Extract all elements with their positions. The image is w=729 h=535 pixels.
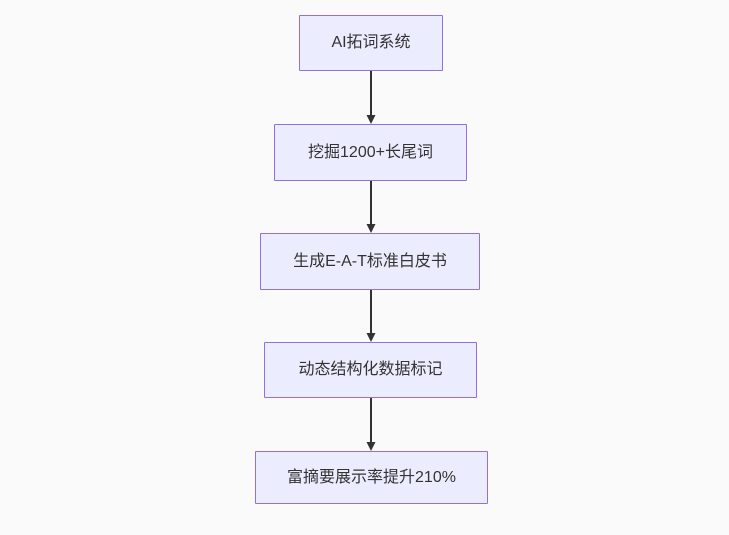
flow-node-label: 动态结构化数据标记 bbox=[298, 361, 443, 378]
edge-c-d bbox=[366, 290, 376, 342]
edge-d-e bbox=[366, 398, 376, 451]
edge-a-b bbox=[366, 71, 376, 124]
flow-node-label: AI拓词系统 bbox=[331, 34, 411, 51]
flow-node-eat-whitepaper: 生成E-A-T标准白皮书 bbox=[260, 233, 480, 290]
flow-node-rich-snippet-result: 富摘要展示率提升210% bbox=[255, 451, 488, 504]
flow-node-label: 生成E-A-T标准白皮书 bbox=[293, 252, 447, 270]
flow-node-ai-keyword-system: AI拓词系统 bbox=[299, 15, 443, 71]
edge-b-c bbox=[366, 181, 376, 233]
flow-node-longtail-mining: 挖掘1200+长尾词 bbox=[274, 124, 467, 181]
flow-node-label: 挖掘1200+长尾词 bbox=[308, 143, 433, 161]
flow-node-label: 富摘要展示率提升210% bbox=[287, 468, 456, 486]
flow-node-structured-data-markup: 动态结构化数据标记 bbox=[264, 342, 477, 398]
